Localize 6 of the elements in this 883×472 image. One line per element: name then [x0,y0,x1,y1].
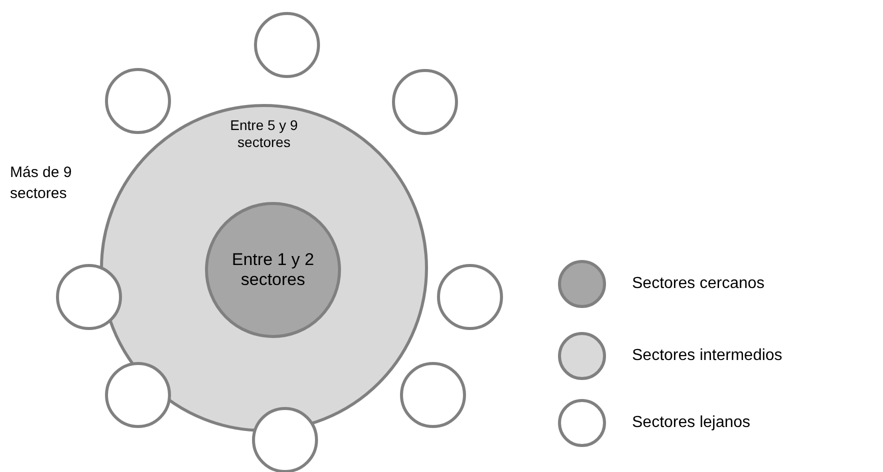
zone-label: Más de 9 sectores [10,163,73,204]
legend-text: Sectores cercanos [632,275,765,293]
legend-text: Sectores lejanos [632,414,750,432]
zone-label: Entre 1 y 2 sectores [230,250,316,290]
legend-text: Sectores intermedios [632,347,782,365]
zone-label: Entre 5 y 9 sectores [229,117,299,151]
